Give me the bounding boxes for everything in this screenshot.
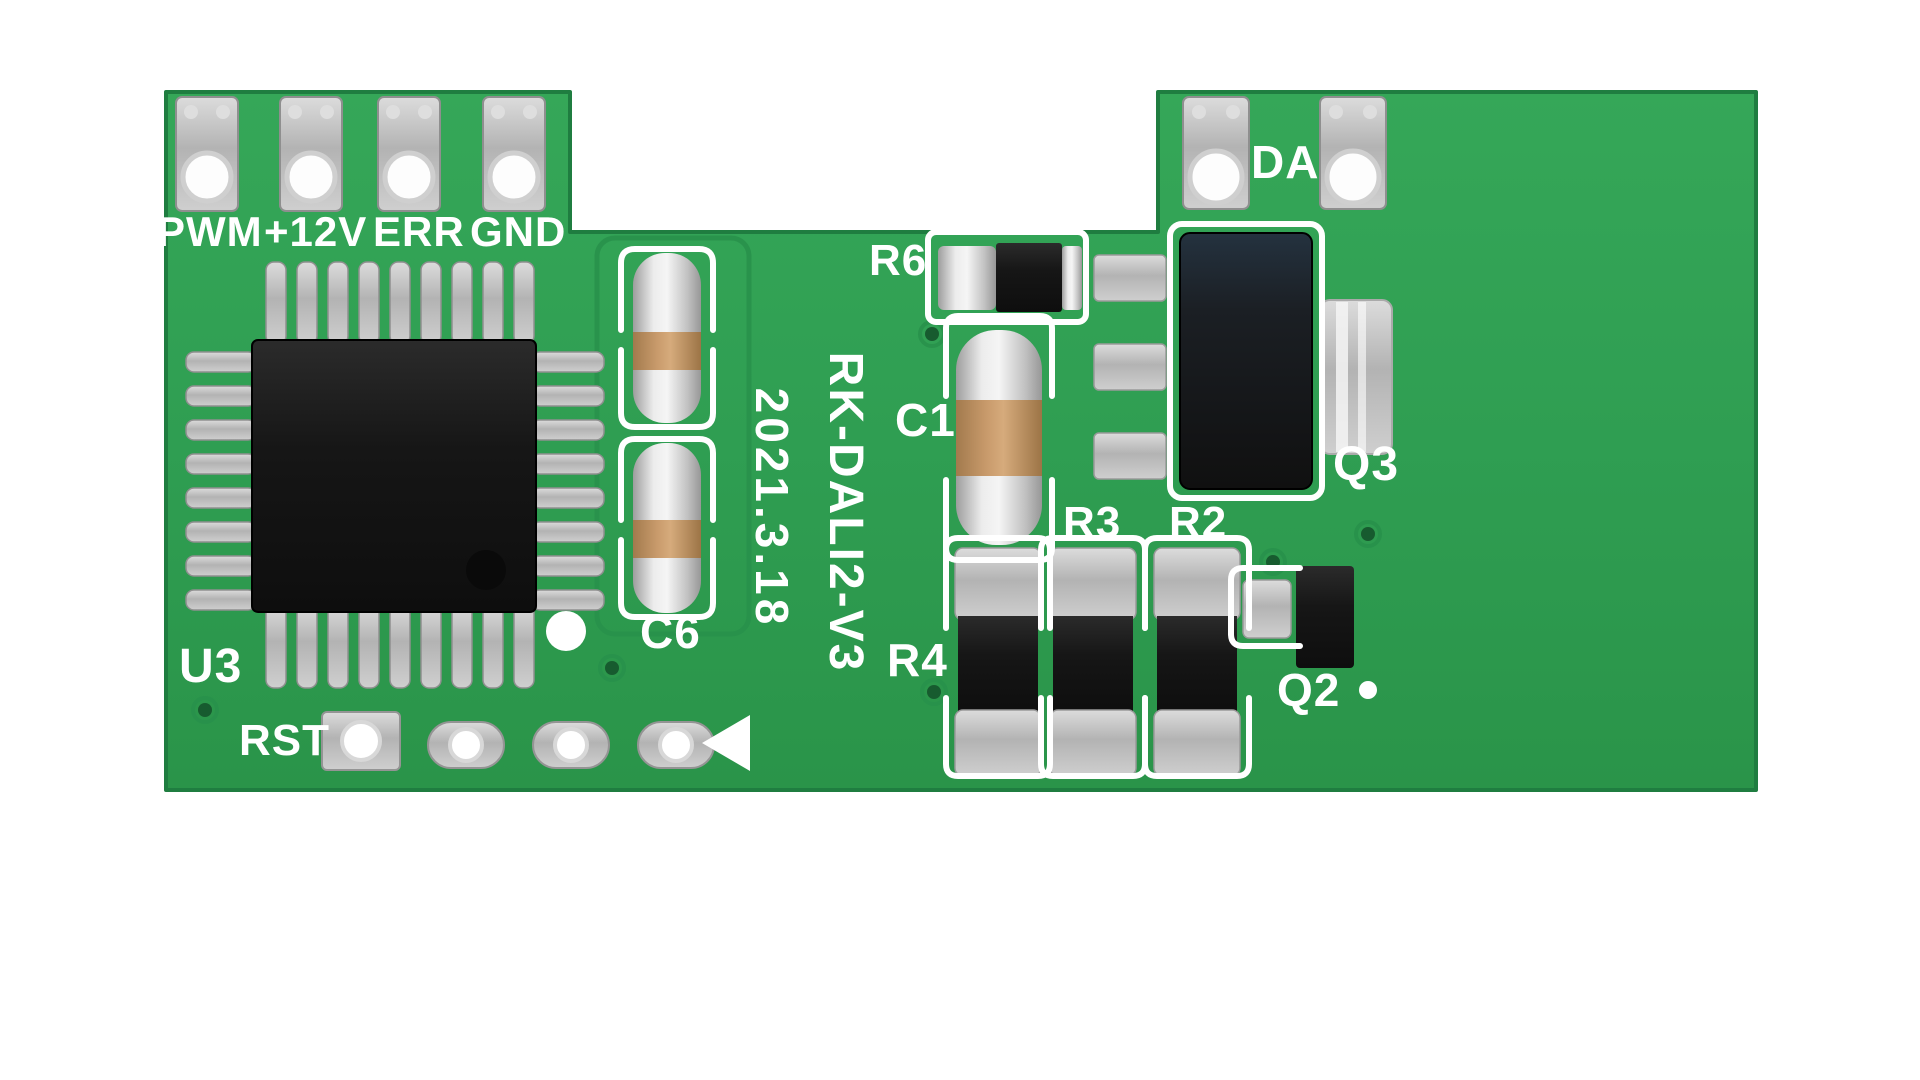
resistor-r2: [1153, 547, 1241, 777]
capacitor-right-of-q3: [1319, 299, 1393, 455]
connector-pad-da-2: [1319, 96, 1387, 210]
resistor-r3: [1049, 547, 1137, 777]
label-board-date: 2021.3.18: [746, 387, 798, 629]
connector-pad-pwm: [175, 96, 239, 212]
connector-pad-gnd: [482, 96, 546, 212]
ic-u3-body: [251, 339, 537, 613]
copper-traces: [191, 235, 1382, 724]
label-q3: Q3: [1333, 438, 1400, 491]
silkscreen-dot-q2: [1359, 681, 1377, 699]
label-board-model: RK-DALI2-V3: [819, 351, 872, 673]
label-c6: C6: [640, 606, 701, 658]
ic-u3-pin1-dot: [466, 550, 506, 590]
label-u3: U3: [179, 640, 243, 693]
label-rst: RST: [239, 716, 330, 765]
label-pwm: PWM: [157, 208, 263, 255]
label-r4: R4: [887, 634, 948, 686]
connector-tabs: [175, 96, 1387, 212]
label-r3: R3: [1063, 498, 1122, 547]
capacitor-c6-pair: [633, 253, 701, 613]
ic-u3-leads: [185, 261, 605, 689]
label-err: ERR: [373, 208, 465, 255]
capacitor-c1: [956, 330, 1042, 545]
label-q2: Q2: [1277, 664, 1341, 716]
resistor-r4: [954, 547, 1042, 777]
label-r6: R6: [869, 236, 928, 285]
rst-pad-row: [321, 711, 715, 771]
connector-pad-da-1: [1182, 96, 1250, 210]
resistor-r6: [938, 243, 1082, 312]
silkscreen-markings: [546, 221, 1377, 779]
transistor-q2: [1242, 566, 1354, 668]
label-da: DA: [1251, 136, 1320, 188]
connector-pad-12v: [279, 96, 343, 212]
connector-pad-err: [377, 96, 441, 212]
label-c1: C1: [895, 394, 956, 446]
silkscreen-dot-large: [546, 611, 586, 651]
label-r2: R2: [1169, 498, 1228, 547]
label-plus12v: +12V: [264, 208, 368, 255]
label-gnd: GND: [470, 208, 567, 255]
transistor-q3: [1093, 232, 1313, 490]
polarity-triangle-icon: [702, 715, 750, 771]
